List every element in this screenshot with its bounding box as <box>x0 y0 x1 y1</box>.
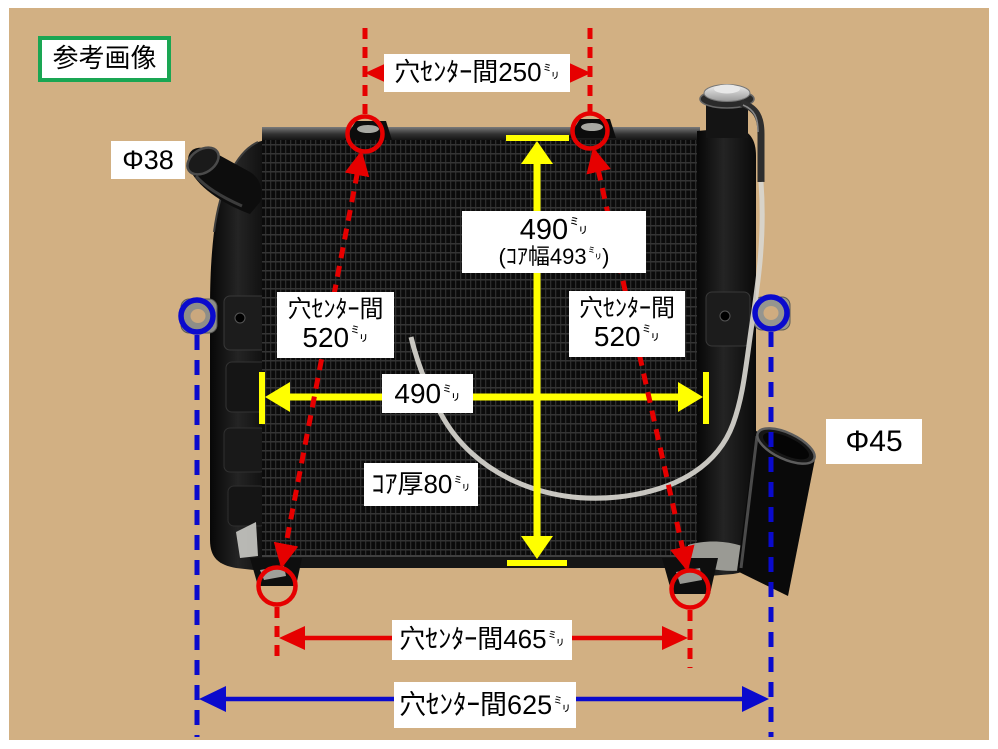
core-top-strip <box>262 127 700 141</box>
bottom-left-hole-circle <box>256 565 298 607</box>
overflow-pipe-highlight <box>742 104 759 133</box>
core-thickness-text: ｺｱ厚80 <box>371 468 453 499</box>
pitch-625-text: 穴ｾﾝﾀｰ間625 <box>399 689 553 720</box>
left-520-diagonal <box>273 150 370 569</box>
left-pitch-520-unit: ㍉ <box>350 324 369 346</box>
left-pitch-520-value: 520 <box>302 321 350 353</box>
pitch-250-text: 穴ｾﾝﾀｰ間250 <box>394 57 542 88</box>
core-height-note: (ｺｱ幅493㍉) <box>498 243 610 269</box>
right-pitch-520-line2: 520㍉ <box>594 322 660 351</box>
outlet-pipe-highlight <box>739 435 759 569</box>
core-height-note-unit: ㍉ <box>587 247 603 263</box>
inlet-pipe-highlight <box>194 175 243 208</box>
right-side-hole-circle <box>752 294 790 332</box>
left-bracket-3 <box>223 427 267 473</box>
right-pitch-520-label: 穴ｾﾝﾀｰ間 520㍉ <box>569 291 685 357</box>
core-width-unit: ㍉ <box>442 382 461 404</box>
right-side-hole <box>763 306 779 320</box>
pitch-625-left-arrow <box>199 686 226 712</box>
top-right-hole-circle <box>570 111 610 151</box>
right-pitch-520-unit: ㍉ <box>641 323 661 345</box>
inlet-diameter-label: Φ38 <box>111 141 185 179</box>
solder-highlight <box>236 522 258 558</box>
core-height-top-arrow <box>521 141 553 164</box>
left-bracket-hole <box>234 312 246 324</box>
core-thickness-unit: ㍉ <box>453 473 471 494</box>
core-height-unit: ㍉ <box>569 217 589 239</box>
inlet-diameter-text: Φ38 <box>122 144 174 175</box>
pitch-465-left-arrow <box>279 626 305 650</box>
pitch-250-unit: ㍉ <box>542 62 560 83</box>
left-side-hole-circle <box>178 297 216 335</box>
radiator-cap-top <box>714 84 740 94</box>
right-520-diagonal <box>586 147 695 572</box>
reference-image-text: 参考画像 <box>52 43 157 74</box>
right-bracket-hole <box>719 310 731 322</box>
top-left-hole-circle <box>345 114 385 154</box>
pitch-250-right-arrow <box>565 61 591 85</box>
right-tank <box>697 128 756 577</box>
right-pitch-520-line1: 穴ｾﾝﾀｰ間 <box>579 294 675 322</box>
reference-image-label: 参考画像 <box>38 36 171 82</box>
right-pitch-520-value: 520 <box>593 320 641 352</box>
left-bracket-4 <box>227 485 267 527</box>
pitch-465-right-arrow <box>662 626 688 650</box>
outlet-pipe-bore <box>763 432 809 460</box>
pitch-465-unit: ㍉ <box>547 629 565 650</box>
left-pitch-520-line2: 520㍉ <box>302 323 368 352</box>
left-pitch-520-label: 穴ｾﾝﾀｰ間 520㍉ <box>277 292 394 358</box>
bottom-right-hole-circle <box>669 568 711 610</box>
inlet-pipe-opening <box>186 146 220 176</box>
core-height-bottom-arrow <box>521 536 553 559</box>
left-pitch-520-line1: 穴ｾﾝﾀｰ間 <box>287 295 384 323</box>
core-bottom-strip <box>262 556 700 568</box>
left-side-hole <box>190 309 206 323</box>
outlet-diameter-label: Φ45 <box>826 419 922 464</box>
pitch-625-right-arrow <box>742 686 769 712</box>
outlet-pipe <box>737 431 815 596</box>
core-width-value: 490 <box>394 377 442 409</box>
top-left-tab-slot <box>357 125 379 133</box>
top-right-tab-slot <box>581 123 603 131</box>
core-height-note-pre: (ｺｱ幅493 <box>498 243 587 269</box>
core-height-main: 490㍉ <box>520 215 589 245</box>
pitch-465-text: 穴ｾﾝﾀｰ間465 <box>399 624 547 655</box>
overflow-pipe <box>739 99 765 182</box>
core-height-label: 490㍉ (ｺｱ幅493㍉) <box>462 211 646 273</box>
core-height-value: 490 <box>519 214 569 247</box>
outlet-diameter-text: Φ45 <box>845 424 903 458</box>
pitch-625-unit: ㍉ <box>553 694 571 715</box>
core-height-note-post: ) <box>602 243 610 269</box>
